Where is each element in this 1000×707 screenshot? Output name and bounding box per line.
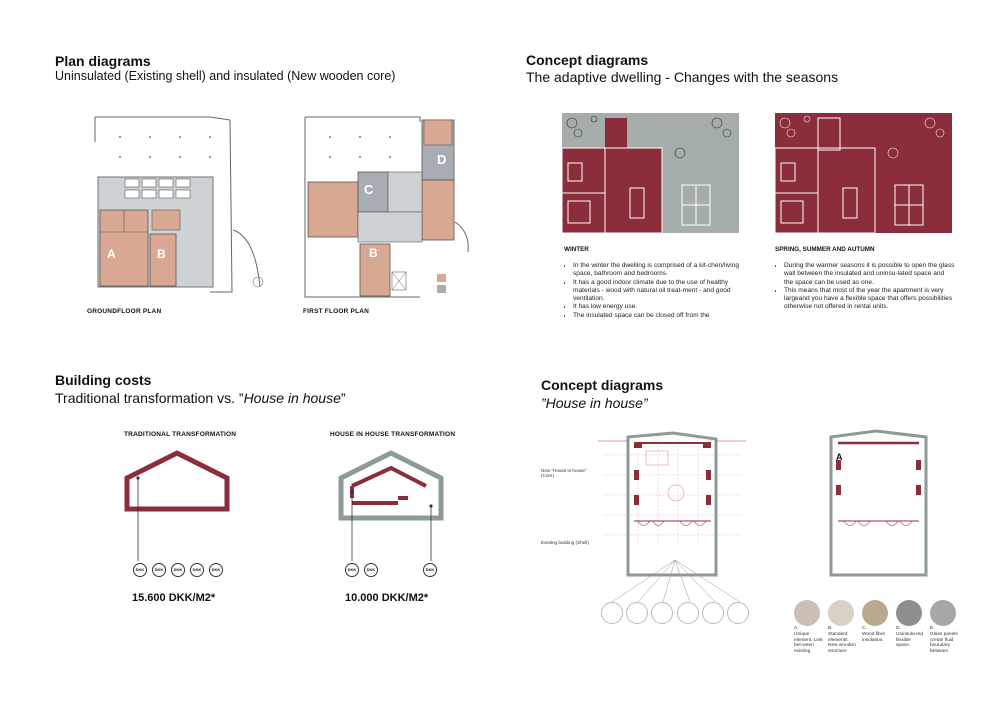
material-letter: C.: [862, 626, 867, 631]
eye-icon: [677, 602, 699, 624]
material-swatch: [862, 600, 888, 626]
winter-description: In the winter the dwelling is comprised …: [564, 262, 744, 322]
winter-bullet: It has a good indoor climate due to the …: [573, 279, 744, 304]
material-swatch: [794, 600, 820, 626]
costs-subtitle-prefix: Traditional transformation vs. ”: [55, 390, 244, 406]
traditional-house-diagram: [124, 450, 230, 561]
material-text: Wood fibre insulation.: [862, 631, 886, 643]
firstfloor-unit-b: B: [369, 246, 378, 260]
material-text: Glass panels create fluid boundary betwe…: [930, 631, 958, 655]
plant-icon: [727, 602, 749, 624]
dkk-coin: DKK: [209, 563, 223, 577]
summer-plan: [774, 113, 952, 234]
material-letter: A.: [794, 626, 799, 631]
material-letter: E.: [930, 626, 935, 631]
person-icon: [601, 602, 623, 624]
winter-plan: [561, 113, 739, 234]
house-label: HOUSE IN HOUSE TRANSFORMATION: [330, 431, 456, 438]
summer-description: During the warmer seasons it is possible…: [775, 262, 955, 322]
material-c: C. Wood fibre insulation.: [862, 600, 892, 643]
groundfloor-plan: [94, 116, 264, 293]
workspace-icon: [651, 602, 673, 624]
seasons-title: Concept diagrams: [526, 52, 649, 68]
material-text: Standard elements New wooden structure: [828, 631, 856, 655]
traditional-price: 15.600 DKK/M2*: [132, 592, 216, 604]
material-d: D. Uninsula-ted flexible space.: [896, 600, 926, 649]
note-core: New “House in house” (Core): [541, 468, 587, 478]
dkk-coin: DKK: [152, 563, 166, 577]
winter-bullet: In the winter the dwelling is comprised …: [573, 262, 744, 279]
winter-label: WINTER: [564, 246, 589, 253]
groundfloor-unit-b: B: [157, 247, 166, 261]
firstfloor-label: FIRST FLOOR PLAN: [303, 308, 370, 315]
dkk-coin: DKK: [364, 563, 378, 577]
people-icon: [702, 602, 724, 624]
legend-swatch-insulated: [437, 274, 446, 282]
seasons-subtitle: The adaptive dwelling - Changes with the…: [526, 69, 839, 85]
dkk-coin: DKK: [133, 563, 147, 577]
groundfloor-unit-a: A: [107, 247, 116, 261]
material-swatch: [930, 600, 956, 626]
groundfloor-label: GROUNDFLOOR PLAN: [87, 308, 162, 315]
note-shell: Existing building (Shell): [541, 540, 589, 545]
material-letter: D.: [896, 626, 901, 631]
firstfloor-plan: [304, 116, 469, 298]
house-in-house-section-2: [829, 429, 928, 577]
house-concept-title: Concept diagrams: [541, 377, 664, 393]
winter-bullet: The insulated space can be closed off fr…: [573, 312, 744, 320]
dkk-coin: DKK: [345, 563, 359, 577]
house-price: 10.000 DKK/M2*: [345, 592, 429, 604]
costs-subtitle: Traditional transformation vs. ”House in…: [55, 390, 346, 406]
material-text: Unique element. Link bet-ween existing: [794, 631, 823, 655]
material-e: E. Glass panels create fluid boundary be…: [930, 600, 960, 655]
costs-title: Building costs: [55, 372, 152, 388]
material-swatch: [896, 600, 922, 626]
traditional-label: TRADITIONAL TRANSFORMATION: [124, 431, 237, 438]
dkk-coin: DKK: [423, 563, 437, 577]
legend-swatch-uninsulated: [437, 285, 446, 293]
costs-subtitle-suffix: ”: [340, 390, 346, 406]
pointer-lines: [611, 559, 741, 603]
material-text: Uninsula-ted flexible space.: [896, 631, 923, 649]
house-in-house-section-1: [598, 431, 746, 577]
material-b: B. Standard elements New wooden structur…: [828, 600, 858, 655]
plan-subtitle: Uninsulated (Existing shell) and insulat…: [55, 69, 396, 83]
costs-subtitle-em: House in house: [243, 390, 341, 406]
house-concept-subtitle: ”House in house”: [541, 395, 648, 411]
summer-bullet: This means that most of the year the apa…: [784, 287, 955, 312]
plan-title: Plan diagrams: [55, 53, 151, 69]
material-swatch: [828, 600, 854, 626]
firstfloor-unit-c: C: [364, 182, 374, 197]
dkk-coin: DKK: [190, 563, 204, 577]
dkk-coin: DKK: [171, 563, 185, 577]
material-a: A. Unique element. Link bet-ween existin…: [794, 600, 824, 655]
material-letter: B.: [828, 626, 833, 631]
table-icon: [626, 602, 648, 624]
firstfloor-unit-d: D: [437, 152, 447, 167]
summer-bullet: During the warmer seasons it is possible…: [784, 262, 955, 287]
house-in-house-diagram: [338, 450, 444, 561]
label-a: A: [836, 452, 843, 462]
winter-bullet: It has low energy use.: [573, 303, 744, 311]
summer-label: SPRING, SUMMER AND AUTUMN: [775, 246, 875, 253]
